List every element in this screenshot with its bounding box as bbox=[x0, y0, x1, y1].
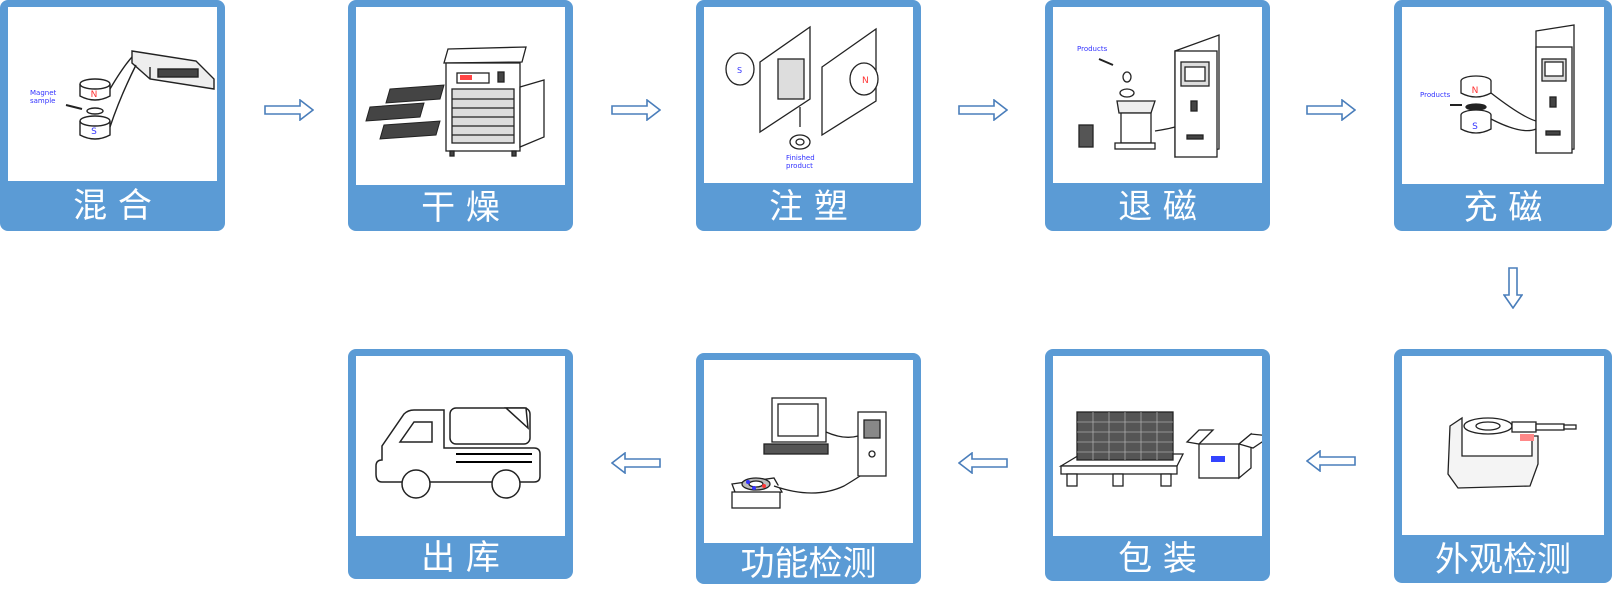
products-annotation: Products bbox=[1420, 91, 1451, 99]
magnetizer-cabinet-icon: N S Products bbox=[1420, 24, 1575, 154]
flow-arrow-right-icon bbox=[1306, 99, 1356, 121]
step-label: 功能检测 bbox=[740, 543, 877, 584]
packaging-illustration bbox=[1053, 356, 1262, 536]
step-label: 充 磁 bbox=[1463, 187, 1543, 228]
flow-arrow-right-icon bbox=[611, 99, 661, 121]
demagnetizer-icon: Products bbox=[1077, 34, 1220, 158]
appearance-inspection-illustration bbox=[1402, 356, 1604, 535]
step-label: 干 燥 bbox=[421, 188, 500, 228]
sample-annotation: sample bbox=[30, 97, 55, 105]
step-card-drying: 干 燥 bbox=[348, 0, 573, 231]
step-card-shipping: 出 库 bbox=[348, 349, 573, 579]
products-annotation: Products bbox=[1077, 45, 1108, 53]
step-card-magnetizing: N S Products 充 磁 bbox=[1394, 0, 1612, 231]
magnetizing-illustration: N S Products bbox=[1402, 7, 1604, 184]
step-card-functional-test: 功能检测 bbox=[696, 353, 921, 584]
magnetizer-icon: N S Magnet sample bbox=[30, 50, 215, 140]
north-pole-label: N bbox=[862, 76, 869, 86]
injection-mold-icon: S N Finished product bbox=[725, 25, 879, 170]
flow-arrow-left-icon bbox=[1306, 450, 1356, 472]
step-card-injection-molding: S N Finished product 注 塑 bbox=[696, 0, 921, 231]
computer-test-station-icon bbox=[731, 397, 887, 509]
step-label: 混 合 bbox=[73, 186, 152, 226]
step-label: 外观检测 bbox=[1435, 539, 1571, 580]
step-label: 出 库 bbox=[421, 537, 500, 578]
finished-annotation: Finished bbox=[786, 154, 815, 162]
flow-arrow-left-icon bbox=[958, 452, 1008, 474]
step-label: 退 磁 bbox=[1118, 187, 1197, 227]
product-annotation: product bbox=[786, 162, 813, 170]
step-card-mixing: N S Magnet sample 混 合 bbox=[0, 0, 225, 231]
pallet-and-box-icon bbox=[1058, 411, 1262, 487]
step-card-packaging: 包 装 bbox=[1045, 349, 1270, 581]
demagnetizing-illustration: Products bbox=[1053, 7, 1262, 183]
flow-arrow-right-icon bbox=[264, 99, 314, 121]
mixing-illustration: N S Magnet sample bbox=[8, 7, 217, 181]
north-pole-label: N bbox=[1472, 86, 1479, 96]
step-card-demagnetizing: Products 退 磁 bbox=[1045, 0, 1270, 231]
step-card-appearance-inspection: 外观检测 bbox=[1394, 349, 1612, 583]
north-pole-label: N bbox=[91, 90, 98, 100]
functional-test-illustration bbox=[704, 360, 913, 543]
micrometer-icon bbox=[1447, 416, 1577, 489]
flow-arrow-left-icon bbox=[611, 452, 661, 474]
step-label: 包 装 bbox=[1118, 538, 1197, 579]
shipping-illustration bbox=[356, 356, 565, 536]
south-pole-label: S bbox=[1472, 122, 1478, 132]
magnet-annotation: Magnet bbox=[30, 89, 57, 97]
flow-arrow-down-icon bbox=[1503, 267, 1523, 309]
injection-molding-illustration: S N Finished product bbox=[704, 7, 913, 183]
drying-oven-icon bbox=[365, 46, 545, 157]
flow-arrow-right-icon bbox=[958, 99, 1008, 121]
step-label: 注 塑 bbox=[769, 187, 848, 227]
drying-illustration bbox=[356, 7, 565, 185]
south-pole-label: S bbox=[91, 127, 97, 137]
south-pole-label: S bbox=[737, 66, 742, 75]
truck-icon bbox=[375, 407, 541, 499]
